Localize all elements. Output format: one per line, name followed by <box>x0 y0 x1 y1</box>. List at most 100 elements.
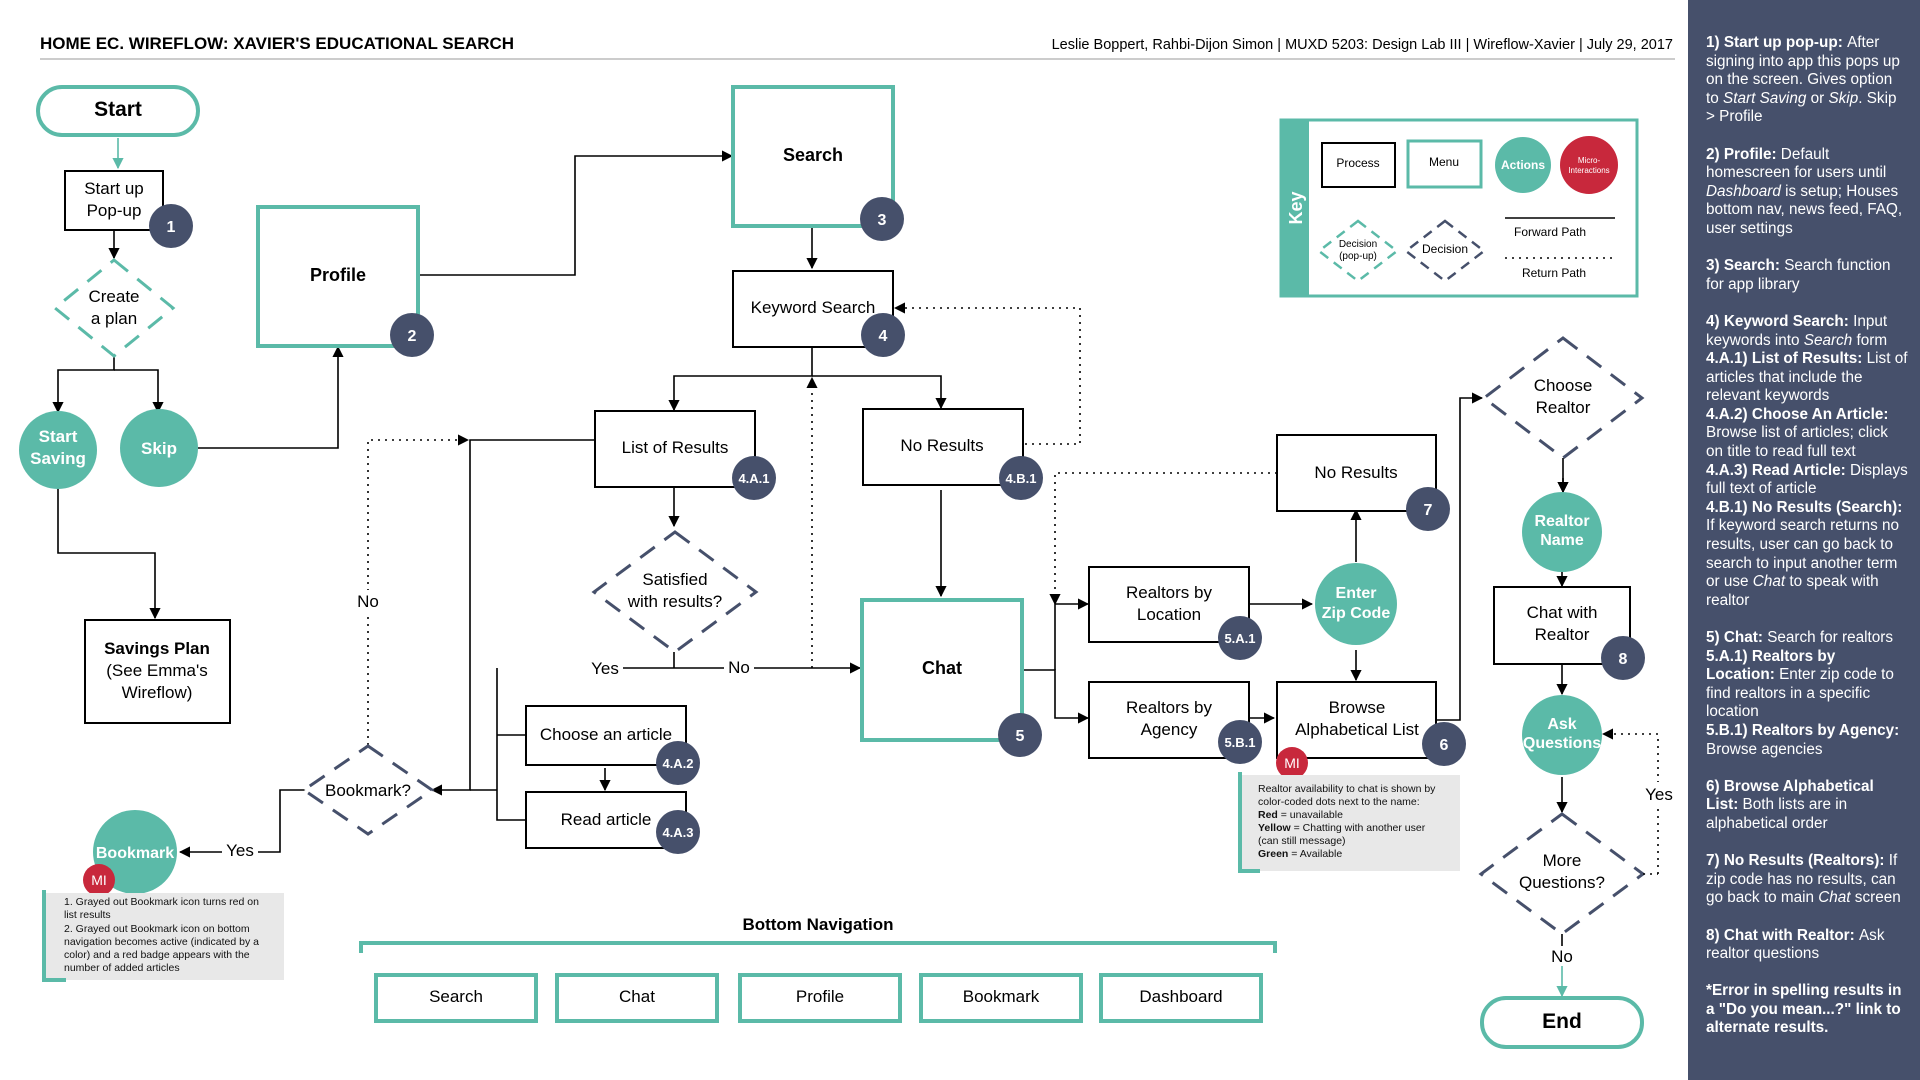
no-label-more: No <box>1551 947 1573 966</box>
annotation-text: Search <box>1803 331 1853 349</box>
annotation-sidebar: 1) Start up pop-up: After signing into a… <box>1688 0 1920 1080</box>
create-plan-label-1: Create <box>88 287 139 306</box>
annotation-text: 4.B.1) No Results (Search): <box>1706 498 1903 516</box>
choose-article-label: Choose an article <box>540 725 672 744</box>
svg-text:(pop-up): (pop-up) <box>1339 251 1377 262</box>
bottom-nav-bracket <box>359 941 1277 953</box>
annotation-text: Input keywords into <box>1706 312 1888 349</box>
start-saving-label-1: Start <box>39 427 78 446</box>
key-title: Key <box>1286 191 1306 224</box>
annotation-text: 4.A.2) Choose An Article: <box>1706 405 1889 423</box>
keyword-search-label: Keyword Search <box>751 298 876 317</box>
enter-zip-label-2: Zip Code <box>1322 605 1391 622</box>
svg-text:navigation becomes active (ind: navigation becomes active (indicated by … <box>64 936 259 948</box>
badge-5b1-label: 5.B.1 <box>1224 735 1255 750</box>
bottom-nav-chat-label: Chat <box>619 987 655 1006</box>
realtor-availability-note <box>1240 775 1460 871</box>
key-actions-circle <box>1495 137 1551 193</box>
chat-with-realtor-label-2: Realtor <box>1535 625 1590 644</box>
svg-text:Actions: Actions <box>1501 158 1545 172</box>
ask-questions-action <box>1522 695 1602 775</box>
svg-text:1. Grayed out Bookmark icon tu: 1. Grayed out Bookmark icon turns red on <box>64 896 259 908</box>
search-label: Search <box>783 145 843 165</box>
realtors-agency-label-1: Realtors by <box>1126 698 1212 717</box>
annotation-section: 8) Chat with Realtor: Ask realtor questi… <box>1706 927 1908 964</box>
svg-text:Realtor availability to chat i: Realtor availability to chat is shown by <box>1258 783 1436 795</box>
badge-4a2 <box>656 741 700 785</box>
bottom-nav: Search Chat Profile Bookmark Dashboard <box>374 973 1263 1023</box>
satisfied-decision <box>591 530 759 654</box>
create-plan-decision <box>52 258 176 358</box>
svg-text:color-coded dots next to the n: color-coded dots next to the name: <box>1258 796 1420 808</box>
mi-badge-bookmark-label: MI <box>91 872 107 888</box>
startup-popup-label-1: Start up <box>84 179 144 198</box>
bottom-nav-bookmark <box>919 973 1083 1023</box>
bottom-nav-search <box>374 973 538 1023</box>
start-saving-label-2: Saving <box>30 449 86 468</box>
badge-6 <box>1422 722 1466 766</box>
badge-2-label: 2 <box>408 328 417 345</box>
yes-label-more: Yes <box>1645 785 1673 804</box>
enter-zip-action <box>1315 563 1397 645</box>
annotation-section: 1) Start up pop-up: After signing into a… <box>1706 34 1908 127</box>
badge-1 <box>149 204 193 248</box>
badge-4a1 <box>732 456 776 500</box>
realtors-location-label-2: Location <box>1137 605 1201 624</box>
badge-8-label: 8 <box>1619 651 1628 668</box>
satisfied-label-1: Satisfied <box>642 570 707 589</box>
annotation-text: 7) No Results (Realtors): <box>1706 852 1889 870</box>
bookmark-note <box>44 893 284 980</box>
more-questions-decision <box>1478 812 1646 936</box>
svg-text:Red = unavailable: Red = unavailable <box>1258 809 1343 821</box>
annotation-section: 7) No Results (Realtors): If zip code ha… <box>1706 852 1908 908</box>
annotation-text: Browse agencies <box>1706 740 1823 758</box>
start-saving-action <box>19 411 97 489</box>
badge-4b1-label: 4.B.1 <box>1005 471 1036 486</box>
list-of-results-label: List of Results <box>622 438 729 457</box>
svg-text:Forward Path: Forward Path <box>1514 225 1586 239</box>
annotation-text: Search function for app library <box>1706 257 1891 293</box>
enter-zip-label-1: Enter <box>1336 585 1377 602</box>
startup-popup-label-2: Pop-up <box>87 201 142 220</box>
badge-4b1 <box>999 456 1043 500</box>
annotation-section: 6) Browse Alphabetical List: Both lists … <box>1706 778 1908 834</box>
bottom-nav-profile-label: Profile <box>796 987 844 1006</box>
annotation-text: If zip code has no results, can go back … <box>1706 852 1898 907</box>
annotation-text: is setup; Houses bottom nav, news feed, … <box>1706 182 1903 237</box>
annotation-text: Start Saving <box>1723 89 1807 107</box>
svg-text:list results: list results <box>64 909 111 921</box>
ask-questions-label-2: Questions <box>1523 735 1601 752</box>
savings-plan-label-3: Wireflow) <box>122 683 193 702</box>
svg-text:color) and a red badge appears: color) and a red badge appears with the <box>64 949 250 961</box>
badge-5b1 <box>1218 720 1262 764</box>
savings-plan-label-1: Savings Plan <box>104 639 210 658</box>
mi-badge-bookmark <box>83 864 115 896</box>
svg-text:Menu: Menu <box>1429 155 1459 169</box>
profile-label: Profile <box>310 265 366 285</box>
bottom-nav-title: Bottom Navigation <box>742 915 893 934</box>
bookmark-action-label: Bookmark <box>96 845 174 862</box>
svg-text:Green = Available: Green = Available <box>1258 848 1342 860</box>
browse-list-label-1: Browse <box>1329 698 1386 717</box>
realtor-availability-note-text: Realtor availability to chat is shown by… <box>1258 783 1436 860</box>
create-plan-label-2: a plan <box>91 309 137 328</box>
annotation-text: If keyword search returns no results, us… <box>1706 517 1899 591</box>
savings-plan-box <box>84 619 231 724</box>
annotation-text: or <box>1806 89 1829 107</box>
page-title: HOME EC. WIREFLOW: XAVIER'S EDUCATIONAL … <box>40 34 514 53</box>
no-results-search-box <box>862 408 1024 486</box>
annotation-section: *Error in spelling results in a "Do you … <box>1706 982 1908 1038</box>
svg-text:Decision: Decision <box>1339 239 1377 250</box>
bookmark-decision <box>301 744 435 836</box>
badge-3 <box>860 197 904 241</box>
skip-label: Skip <box>141 439 177 458</box>
badge-7-label: 7 <box>1424 502 1433 519</box>
annotation-text: 2) Profile: <box>1706 145 1781 163</box>
browse-list-label-2: Alphabetical List <box>1295 720 1419 739</box>
bookmark-action <box>93 810 177 894</box>
annotation-text: 4) Keyword Search: <box>1706 312 1854 330</box>
annotation-section: 4) Keyword Search: Input keywords into S… <box>1706 313 1908 611</box>
mi-badge-realtor-label: MI <box>1284 755 1300 771</box>
svg-text:Interactions: Interactions <box>1568 166 1609 175</box>
annotation-text: 5) Chat: <box>1706 629 1768 646</box>
